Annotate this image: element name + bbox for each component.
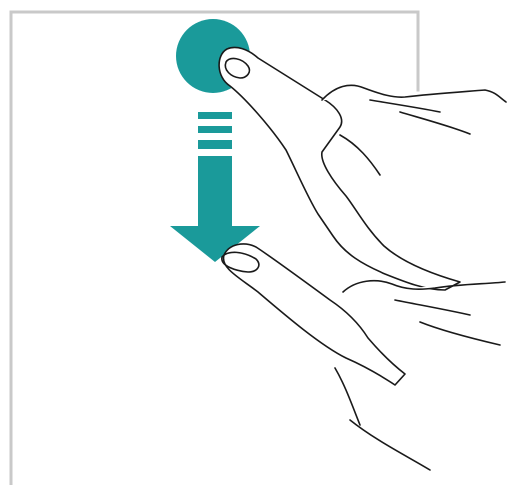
arrow-shaft bbox=[198, 156, 232, 228]
end-hand-icon bbox=[222, 244, 505, 470]
arrow-dash-1 bbox=[198, 112, 232, 119]
start-hand-knuckle bbox=[322, 85, 506, 102]
arrow-dash-2 bbox=[198, 126, 232, 133]
arrow-dash-3 bbox=[198, 140, 232, 149]
arrow-down-icon bbox=[170, 112, 260, 262]
start-hand-fingers bbox=[340, 100, 470, 175]
